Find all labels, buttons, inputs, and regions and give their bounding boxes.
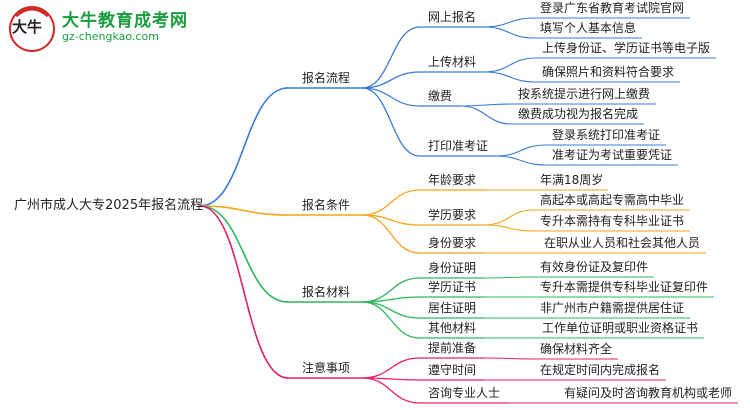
item-label: 网上报名 [428,10,477,24]
item-connector [361,377,421,404]
item-connector [361,214,421,254]
item-label: 年龄要求 [428,173,477,187]
item-connector [361,277,421,303]
branch-label-conditions: 报名条件 [302,198,351,212]
item-label: 咨询专业人士 [428,386,501,400]
branch-label-notes: 注意事项 [302,361,351,375]
item-connector [361,296,421,303]
leaf-label: 登录系统打印准考证 [552,128,661,142]
item-label: 学历证书 [428,280,477,294]
item-connector [361,71,421,89]
leaf-connector [483,17,535,28]
branch-label-materials: 报名材料 [302,285,351,299]
leaf-connector [483,224,535,232]
leaf-label: 高起本或高起专需高中毕业 [540,193,685,207]
leaf-label: 在职从业人员和社会其他人员 [544,236,701,250]
item-label: 身份要求 [428,236,477,250]
leaf-connector [495,144,547,157]
brand-url: gz-chengkao.com [62,30,159,43]
leaf-connector [483,57,537,73]
item-label: 缴费 [428,89,453,103]
item-connector [361,189,421,216]
leaf-connector [495,155,547,166]
brand-name: 大牛教育成考网 [62,11,188,31]
item-connector [361,357,421,379]
item-label: 遵守时间 [428,363,477,377]
leaf-connector [483,357,535,360]
leaf-label: 专升本需持有专科毕业证书 [540,214,685,228]
item-connector [361,26,421,89]
item-label: 学历要求 [428,208,477,222]
leaf-connector [459,105,513,125]
item-label: 身份证明 [428,261,477,275]
item-connector [361,301,421,319]
logo-mark: 大牛 [12,18,43,36]
leaf-connector [459,103,513,107]
item-connector [361,301,421,339]
leaf-connector [483,71,537,83]
leaf-connector [483,209,535,226]
leaf-label: 专升本需提供专科毕业证复印件 [540,280,709,294]
leaf-label: 在规定时间内完成报名 [540,363,661,377]
root-topic: 广州市成人大专2025年报名流程 [14,198,204,213]
leaf-label: 非广州市户籍需提供居住证 [540,301,685,315]
leaf-label: 有效身份证及复印件 [540,260,649,274]
branch-connector [199,87,289,207]
item-label: 其他材料 [428,321,477,335]
leaf-label: 上传身份证、学历证书等电子版 [542,41,711,55]
item-connector [361,87,421,107]
leaf-label: 填写个人基本信息 [540,21,637,35]
branch-connector [199,205,289,216]
item-label: 打印准考证 [428,139,489,153]
item-label: 上传材料 [428,55,477,69]
item-label: 提前准备 [428,341,477,355]
logo-icon [9,6,55,52]
leaf-connector [483,276,535,279]
leaf-label: 按系统提示进行网上缴费 [518,87,651,101]
branch-connector [199,205,289,303]
branch-connector [199,205,289,379]
branch-label-process: 报名流程 [302,71,351,85]
leaf-label: 确保照片和资料符合要求 [542,65,675,79]
leaf-label: 有疑问及时咨询教育机构或老师 [564,386,733,400]
leaf-label: 年满18周岁 [540,173,604,187]
leaf-label: 确保材料齐全 [540,342,613,356]
item-label: 居住证明 [428,301,477,315]
leaf-label: 工作单位证明或职业资格证书 [542,321,699,335]
leaf-label: 准考证为考试重要凭证 [552,148,673,162]
item-connector [361,87,421,157]
leaf-connector [483,26,535,39]
leaf-label: 登录广东省教育考试院官网 [540,1,685,15]
leaf-label: 缴费成功视为报名完成 [518,107,639,121]
